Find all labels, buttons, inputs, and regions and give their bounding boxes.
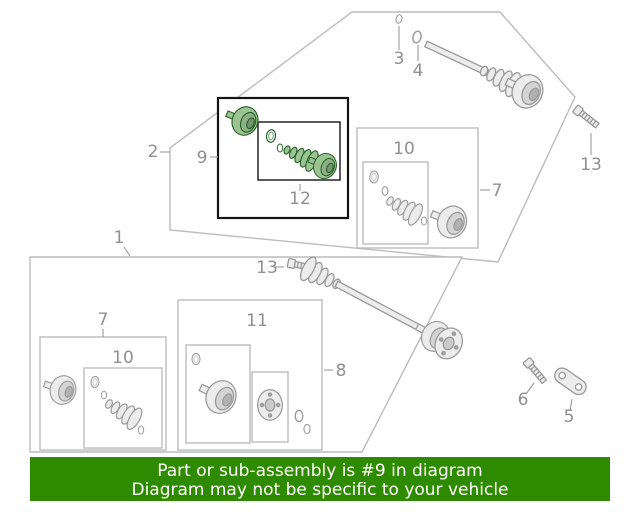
callout-13-lower: 13 xyxy=(256,258,278,278)
flange-hub xyxy=(257,389,283,421)
callout-9: 9 xyxy=(197,148,208,168)
callout-2: 2 xyxy=(148,142,159,162)
lower-axle-shaft-assembly xyxy=(296,254,469,365)
callout-5: 5 xyxy=(564,407,575,427)
callout-13-upper: 13 xyxy=(580,155,602,175)
callout-11: 11 xyxy=(246,311,268,331)
callout-1: 1 xyxy=(114,228,125,248)
bolt-6 xyxy=(522,356,549,386)
upper-axle-shaft-assembly xyxy=(423,40,549,114)
callout-7-upper: 7 xyxy=(492,181,503,201)
leader-line-1 xyxy=(123,246,131,257)
callout-8: 8 xyxy=(336,361,347,381)
callout-7-lower: 7 xyxy=(98,310,109,330)
banner-line-2: Diagram may not be specific to your vehi… xyxy=(131,480,508,500)
callout-3: 3 xyxy=(394,49,405,69)
leader-line-5 xyxy=(569,398,573,412)
bolt-13-upper xyxy=(571,104,601,130)
notice-banner xyxy=(30,457,610,501)
callout-6: 6 xyxy=(518,390,529,410)
banner-line-1: Part or sub-assembly is #9 in diagram xyxy=(157,461,482,481)
damper-bracket-5 xyxy=(551,364,590,399)
leader-line-6 xyxy=(525,382,535,395)
callout-4: 4 xyxy=(413,61,424,81)
callout-12: 12 xyxy=(289,189,311,209)
callout-10-upper: 10 xyxy=(393,139,415,159)
callout-10-lower: 10 xyxy=(112,348,134,368)
